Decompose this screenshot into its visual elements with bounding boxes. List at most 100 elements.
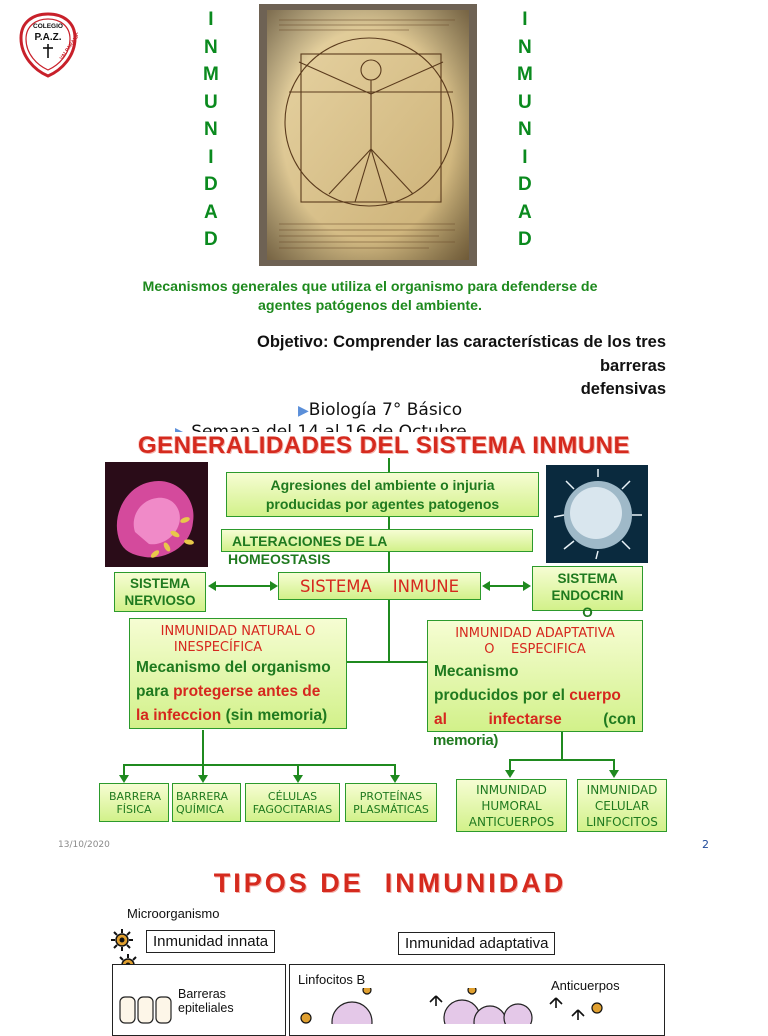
physical-barrier-box: BARRERA FÍSICA bbox=[99, 783, 169, 822]
endocrine-system-box: SISTEMA ENDOCRIN O bbox=[532, 566, 643, 620]
plasma-proteins-box: PROTEÍNAS PLASMÁTICAS bbox=[345, 783, 437, 822]
adaptive-branch-line bbox=[561, 732, 563, 759]
adaptive-heading-line-2: O ESPECIFICA bbox=[484, 642, 586, 657]
svg-text:COLEGIO: COLEGIO bbox=[33, 23, 63, 30]
objective-line-3: defensivas bbox=[580, 380, 666, 398]
lymphocyte-cells-illustration bbox=[292, 985, 632, 1036]
phagocytic-cells-box: CÉLULAS FAGOCITARIAS bbox=[245, 783, 340, 822]
child-connector-line bbox=[123, 764, 125, 775]
alterations-text: ALTERACIONES DE LA HOMEOSTASIS bbox=[228, 532, 388, 568]
arrow-down-icon bbox=[505, 770, 515, 778]
adaptive-desc-line-1: Mecanismo bbox=[434, 663, 519, 680]
subject-label: Biología 7° Básico bbox=[308, 400, 463, 420]
innate-immunity-label: Inmunidad innata bbox=[146, 930, 276, 953]
alterations-line-2: HOMEOSTASIS bbox=[228, 551, 331, 567]
epithelium-icon bbox=[118, 995, 174, 1025]
cellular-immunity-label: INMUNIDAD CELULAR LINFOCITOS bbox=[586, 782, 658, 829]
lymphocyte-image bbox=[546, 465, 648, 563]
plasma-proteins-label: PROTEÍNAS PLASMÁTICAS bbox=[353, 789, 429, 816]
alterations-box bbox=[221, 529, 533, 552]
alterations-line-1: ALTERACIONES DE LA bbox=[232, 533, 388, 549]
epithelial-barriers-label: Barreras epiteliales bbox=[178, 987, 234, 1015]
subject-bullet: ▶Biología 7° Básico bbox=[298, 400, 462, 420]
endocrine-line-2: ENDOCRIN bbox=[551, 588, 624, 603]
phagocytic-cells-label: CÉLULAS FAGOCITARIAS bbox=[252, 789, 333, 816]
subtitle-line-2: agentes patógenos del ambiente. bbox=[258, 298, 482, 314]
arrow-left-icon bbox=[482, 581, 490, 591]
nervous-system-box: SISTEMA NERVIOSO bbox=[114, 572, 206, 612]
physical-barrier-label: BARRERA FÍSICA bbox=[109, 789, 162, 816]
week-bullet: ▶ Semana del 14 al 16 de Octubre bbox=[175, 422, 467, 434]
arrow-down-icon bbox=[390, 775, 400, 783]
adaptive-children-bar bbox=[509, 759, 615, 761]
arrow-down-icon bbox=[609, 770, 619, 778]
adaptive-desc-line-4: memoria) bbox=[433, 732, 499, 749]
innate-branch-line bbox=[202, 730, 204, 764]
pathogen-cell-image bbox=[105, 462, 208, 567]
child-connector-line bbox=[202, 764, 204, 775]
adaptive-heading: INMUNIDAD ADAPTATIVA O ESPECIFICA bbox=[428, 626, 642, 658]
innate-desc-line-2: para protegerse antes de bbox=[136, 683, 321, 700]
bullet-triangle-icon: ▶ bbox=[298, 403, 309, 419]
nervous-link-line bbox=[215, 585, 273, 587]
innate-immunity-box: INMUNIDAD NATURAL O INESPECÍFICA Mecanis… bbox=[129, 618, 347, 729]
objective-line-1: Objetivo: Comprender las características… bbox=[257, 333, 666, 351]
week-label: Semana del 14 al 16 de Octubre bbox=[191, 422, 467, 434]
endocrine-link-line bbox=[489, 585, 525, 587]
child-connector-line bbox=[509, 759, 511, 770]
innate-heading-line-2: INESPECÍFICA bbox=[173, 640, 263, 655]
immune-system-label: SISTEMA INMUNE bbox=[299, 576, 460, 596]
adaptive-immunity-label: Inmunidad adaptativa bbox=[398, 932, 556, 955]
child-connector-line bbox=[394, 764, 396, 775]
b-lymphocytes-label: Linfocitos B bbox=[298, 972, 366, 987]
humoral-immunity-box: INMUNIDAD HUMORAL ANTICUERPOS bbox=[456, 779, 567, 832]
innate-desc-line-3: la infeccion (sin memoria) bbox=[136, 707, 328, 724]
arrow-down-icon bbox=[119, 775, 129, 783]
immune-system-box: SISTEMA INMUNE bbox=[278, 572, 481, 600]
chemical-barrier-label: BARRERA QUÍMICA bbox=[176, 789, 229, 816]
cellular-immunity-box: INMUNIDAD CELULAR LINFOCITOS bbox=[577, 779, 667, 832]
barriers-line-1: Barreras bbox=[178, 987, 226, 1001]
bullet-triangle-icon: ▶ bbox=[175, 425, 186, 434]
adaptive-immunity-box: INMUNIDAD ADAPTATIVA O ESPECIFICA Mecani… bbox=[427, 620, 643, 732]
innate-heading-line-1: INMUNIDAD NATURAL O bbox=[160, 624, 316, 639]
arrow-down-icon bbox=[293, 775, 303, 783]
innate-desc-line-1: Mecanismo del organismo bbox=[136, 659, 331, 676]
adaptive-desc-line-2: producidos por el cuerpo bbox=[434, 687, 621, 704]
arrow-right-icon bbox=[270, 581, 278, 591]
vitruvian-man-image bbox=[259, 4, 477, 266]
school-logo: COLEGIO P.A.Z. VALPARAISO bbox=[18, 12, 82, 78]
chemical-barrier-box: BARRERA QUÍMICA bbox=[172, 783, 241, 822]
microbe-icon bbox=[110, 928, 134, 952]
aggressions-box: Agresiones del ambiente o injuria produc… bbox=[226, 472, 539, 517]
generalities-title: GENERALIDADES DEL SISTEMA INMUNE bbox=[114, 432, 654, 460]
child-connector-line bbox=[297, 764, 299, 775]
central-connector-line bbox=[388, 458, 390, 663]
endocrine-line-1: SISTEMA bbox=[557, 571, 618, 586]
adaptive-heading-line-1: INMUNIDAD ADAPTATIVA bbox=[455, 626, 615, 641]
immunity-types-title: TIPOS DE INMUNIDAD bbox=[213, 868, 567, 898]
aggressions-text: Agresiones del ambiente o injuria produc… bbox=[265, 476, 500, 512]
slide-page-number: 2 bbox=[702, 838, 709, 851]
objective-line-2: barreras bbox=[599, 356, 666, 375]
arrow-down-icon bbox=[198, 775, 208, 783]
split-connector-line bbox=[345, 661, 430, 663]
arrow-right-icon bbox=[523, 581, 531, 591]
innate-heading: INMUNIDAD NATURAL O INESPECÍFICA bbox=[130, 624, 346, 656]
endocrine-line-3: O bbox=[582, 605, 593, 620]
humoral-immunity-label: INMUNIDAD HUMORAL ANTICUERPOS bbox=[468, 782, 555, 829]
antibodies-label: Anticuerpos bbox=[551, 978, 620, 993]
innate-description: Mecanismo del organismo para protegerse … bbox=[130, 656, 346, 728]
subtitle-line-1: Mecanismos generales que utiliza el orga… bbox=[142, 279, 598, 295]
child-connector-line bbox=[613, 759, 615, 770]
nervous-system-label: SISTEMA NERVIOSO bbox=[124, 576, 196, 608]
innate-children-bar bbox=[123, 764, 396, 766]
svg-text:P.A.Z.: P.A.Z. bbox=[34, 32, 61, 43]
arrow-left-icon bbox=[208, 581, 216, 591]
endocrine-system-label: SISTEMA ENDOCRIN O bbox=[533, 567, 642, 621]
barriers-line-2: epiteliales bbox=[178, 1001, 234, 1015]
microorganism-label: Microorganismo bbox=[127, 906, 220, 921]
